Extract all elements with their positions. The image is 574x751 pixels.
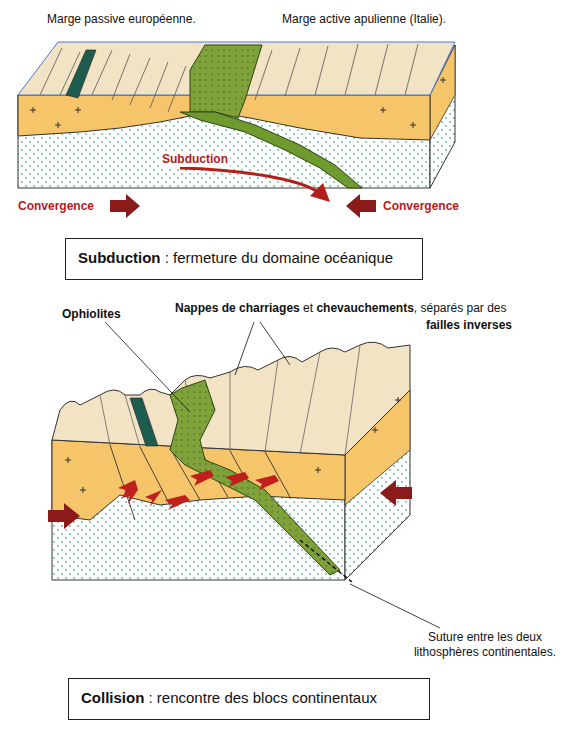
collision-block xyxy=(48,322,440,628)
ophiolite-label: Ophiolites xyxy=(62,307,121,322)
caption-heading: Collision xyxy=(81,689,144,706)
annotation-text: failles inverses xyxy=(426,318,512,332)
annotation-text: , séparés par des xyxy=(414,301,507,315)
process-label: Subduction xyxy=(160,152,230,167)
convergence-label: Convergence xyxy=(18,199,94,214)
annotation-text: Nappes de charriages xyxy=(175,301,300,315)
margin-label: Marge passive européenne. xyxy=(47,12,196,27)
caption-text: : fermeture du domaine océanique xyxy=(161,249,394,266)
caption-text: : rencontre des blocs continentaux xyxy=(144,689,377,706)
margin-label: Marge active apulienne (Italie). xyxy=(282,12,446,27)
caption-box: Subduction : fermeture du domaine océani… xyxy=(65,238,423,280)
convergence-label: Convergence xyxy=(383,199,459,214)
annotation-text: chevauchements xyxy=(316,301,413,315)
annotation-line: Nappes de charriages et chevauchements, … xyxy=(175,301,507,316)
annotation-text: et xyxy=(300,301,317,315)
caption-heading: Subduction xyxy=(78,249,161,266)
annotation-line: failles inverses xyxy=(426,318,512,333)
suture-label: Suture entre les deux lithosphères conti… xyxy=(405,630,565,660)
caption-box: Collision : rencontre des blocs continen… xyxy=(68,678,430,720)
subduction-block xyxy=(18,42,455,218)
